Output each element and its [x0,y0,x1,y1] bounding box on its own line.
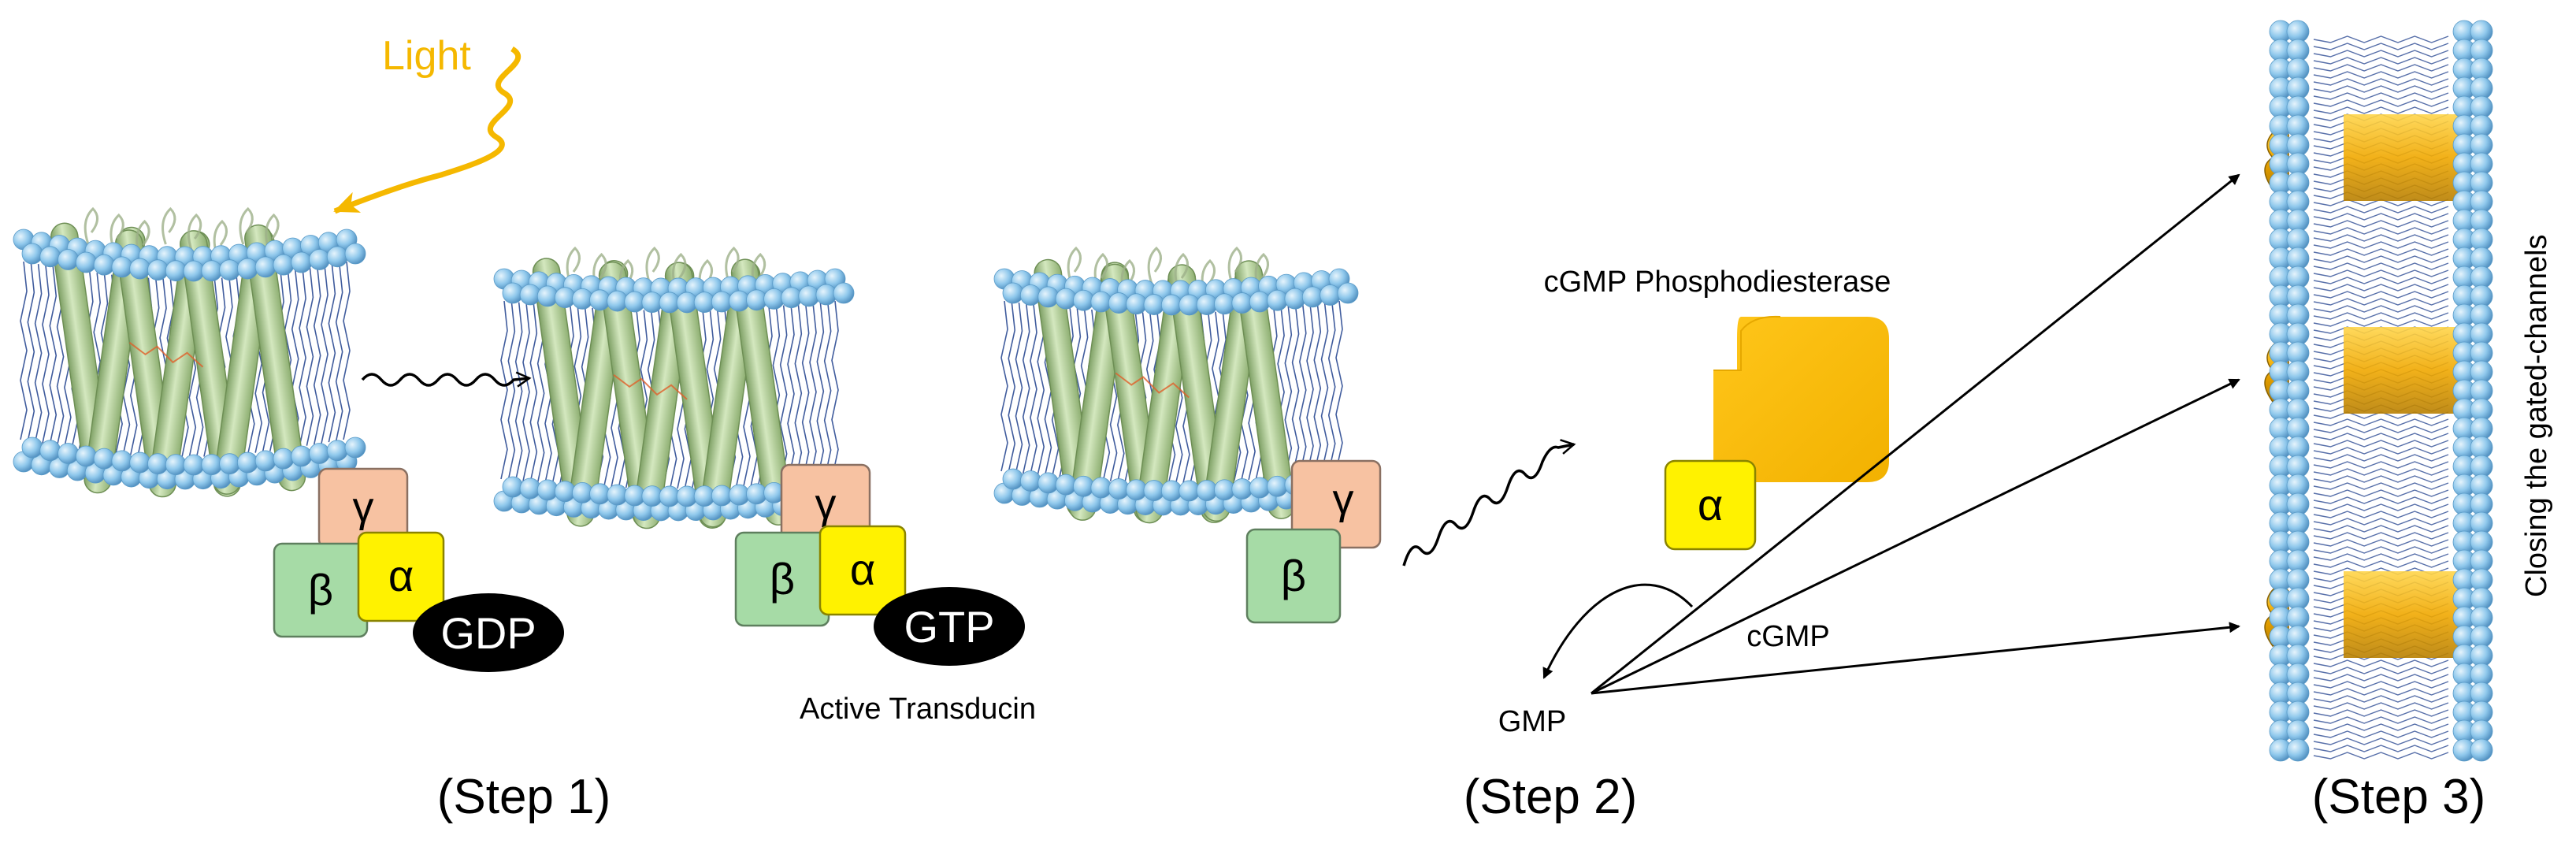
step-3-label: (Step 3) [2312,770,2486,824]
beta-label: β [1281,551,1306,600]
step-1-label: (Step 1) [437,770,611,824]
reaction-arrows: GMP cGMP [1498,173,2240,738]
alpha-label: α [850,544,875,594]
membrane-rhodopsin-2 [493,246,855,529]
beta-label: β [770,554,795,604]
alpha-subunit [818,525,907,616]
beta-subunit [1245,528,1342,624]
pde-shape [1713,317,1889,482]
gamma-label: γ [815,481,837,528]
arrow-to-channel-2 [1591,378,2240,695]
gamma-label: γ [1333,476,1354,523]
arrow-to-channel-3 [1591,622,2240,695]
transducin-inactive: γ β α GDP [273,467,564,672]
step-2-label: (Step 2) [1464,770,1638,824]
gamma-label: γ [353,484,374,531]
arrow-to-channel-1 [1591,173,2240,695]
transducin-beta-gamma: γ β [1245,459,1382,624]
alpha-label: α [388,551,414,600]
alpha-label: α [1698,480,1723,529]
pde-label: cGMP Phosphodiesterase [1544,266,1891,299]
cgmp-label: cGMP [1746,620,1830,653]
closing-channels-label: Closing the gated-channels [2520,234,2553,597]
curved-arrow-icon [1542,583,1694,679]
active-transducin-label: Active Transducin [800,693,1036,726]
light-wave-icon [333,46,522,214]
alpha-subunit [357,531,445,622]
gtp-label: GTP [904,602,994,652]
transducin-active: γ β α GTP Active Transducin [734,463,1036,726]
membrane-rhodopsin-3 [993,246,1359,524]
gdp-label: GDP [440,608,536,658]
membrane-rhodopsin-1 [13,206,366,498]
light-label: Light [382,33,471,79]
wavy-arrow-1-icon [361,371,532,388]
gmp-label: GMP [1498,705,1567,738]
light-stimulus: Light [333,33,522,214]
alpha-subunit [1664,459,1757,551]
beta-label: β [308,565,333,615]
rod-membrane-channels [2264,20,2493,762]
gdp-molecule [413,593,564,672]
wavy-arrow-2-icon [1402,439,1576,567]
pde-complex: cGMP Phosphodiesterase α [1544,266,1891,551]
gtp-molecule [874,587,1025,666]
